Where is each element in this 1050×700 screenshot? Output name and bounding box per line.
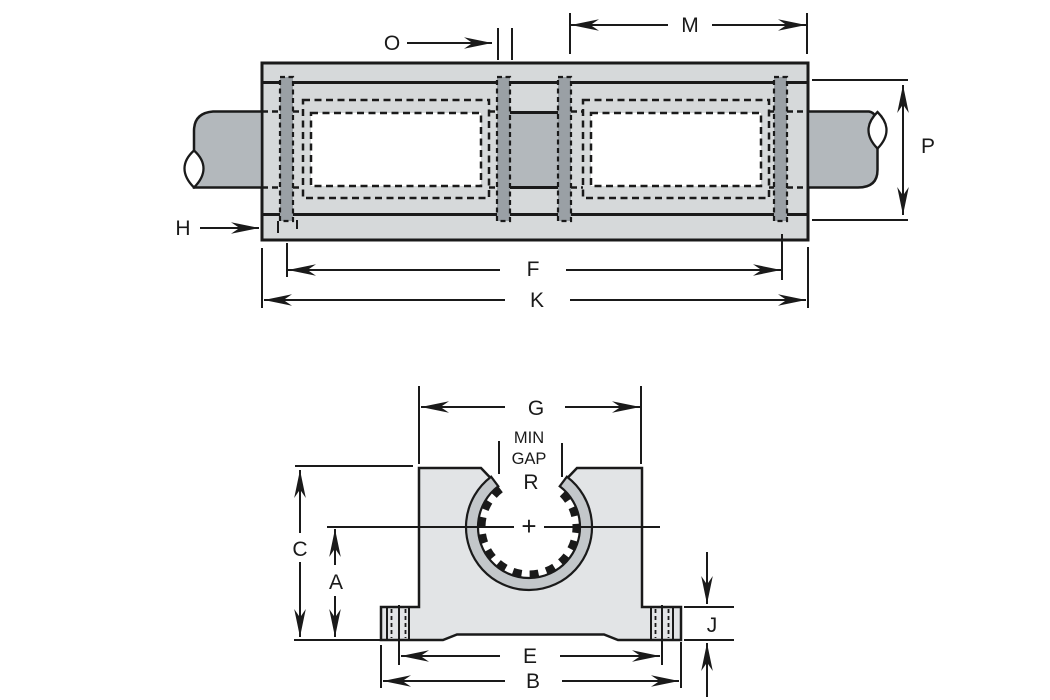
dimension-f [286, 234, 783, 280]
dimension-label-p: P [921, 135, 935, 158]
hole-left-hidden-lines [390, 609, 407, 638]
dimension-label-o: O [384, 32, 400, 55]
left-bearing-bore [309, 111, 483, 188]
min-gap-callout [498, 441, 563, 477]
shaft-hidden-lines [262, 110, 808, 189]
min-gap-label-min: MIN [514, 429, 544, 447]
shaft-left-break-symbol [183, 148, 205, 190]
counterbore-left-lines [386, 608, 410, 639]
retaining-ring-4 [772, 75, 789, 223]
shaft-right-break-symbol [867, 110, 888, 151]
dimension-c [294, 465, 413, 641]
right-bearing-bore [589, 111, 763, 188]
center-mark: + [521, 511, 536, 541]
dimension-b [380, 642, 682, 688]
retaining-rings [278, 75, 789, 223]
open-bearing-ring [464, 475, 594, 592]
shaft-right-segment [806, 110, 879, 189]
dimension-label-a: A [329, 571, 343, 594]
retaining-ring-1 [278, 75, 295, 223]
dimension-m [569, 13, 808, 54]
dimension-label-f: F [527, 258, 540, 281]
right-bearing-outline [581, 98, 771, 200]
dimension-label-h: H [175, 217, 190, 240]
dimension-label-k: K [530, 289, 544, 312]
dimension-k [261, 247, 809, 308]
end-view: + G MIN GAP R C A [292, 386, 734, 697]
retaining-ring-2 [495, 75, 512, 223]
shaft-middle-edges [508, 111, 560, 189]
dimension-label-b: B [526, 670, 540, 693]
shaft-left-segment [192, 110, 264, 189]
dimension-label-g: G [528, 397, 544, 420]
left-bearing-outline [301, 98, 491, 200]
dimension-p [812, 79, 909, 221]
dimension-e [398, 605, 663, 665]
mounting-hole-left [386, 608, 410, 639]
side-view: O M P H F [175, 13, 935, 312]
dimension-label-j: J [707, 614, 718, 637]
dimension-g [418, 386, 642, 464]
counterbore-right-lines [650, 608, 674, 639]
mounting-hole-right [650, 608, 674, 639]
dimension-label-c: C [292, 538, 307, 561]
hole-right-hidden-lines [654, 609, 670, 638]
dimension-o [407, 28, 513, 60]
dimension-label-r: R [523, 471, 538, 494]
groove-witness-marks [277, 220, 298, 233]
dimension-label-m: M [681, 14, 699, 37]
min-gap-label-gap: GAP [512, 450, 547, 468]
dimension-j [684, 552, 734, 697]
retaining-ring-3 [556, 75, 573, 223]
dimension-label-e: E [523, 645, 537, 668]
housing-bore-lines [262, 81, 808, 216]
ball-track-arc [477, 485, 581, 579]
